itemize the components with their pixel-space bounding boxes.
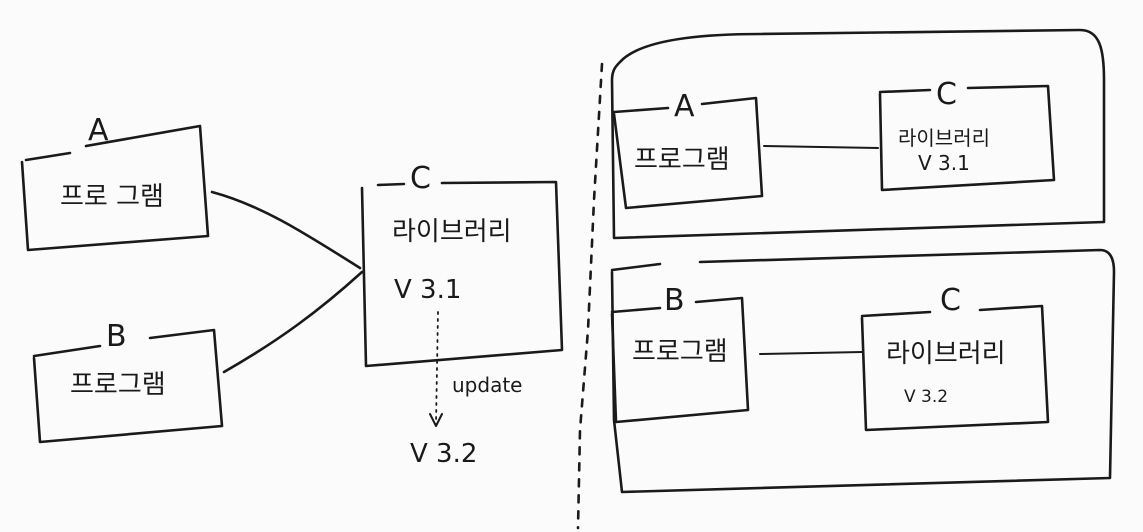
library-c-version: V 3.1 bbox=[394, 275, 461, 305]
top-program-box bbox=[612, 96, 764, 210]
container-top: A 프로그램 C 라이브러리 V 3.1 bbox=[610, 28, 1106, 240]
bottom-library-version: V 3.2 bbox=[904, 387, 948, 407]
bottom-edge-program-to-library bbox=[759, 351, 863, 355]
program-b-box bbox=[32, 328, 224, 444]
top-library-letter: C bbox=[936, 77, 957, 112]
program-a-box bbox=[20, 124, 210, 252]
edge-b-to-c bbox=[222, 270, 364, 374]
update-version: V 3.2 bbox=[410, 439, 477, 469]
top-library-box bbox=[878, 84, 1056, 192]
bottom-library-box bbox=[860, 304, 1050, 432]
bottom-program-letter: B bbox=[664, 283, 685, 318]
library-c-letter: C bbox=[410, 161, 431, 196]
bottom-program-box bbox=[610, 296, 750, 424]
library-c-box bbox=[360, 180, 564, 368]
container-bottom-border bbox=[610, 248, 1116, 494]
divider-line bbox=[576, 62, 604, 530]
edge-a-to-c bbox=[210, 190, 362, 270]
update-arrowhead bbox=[429, 413, 443, 427]
update-label: update bbox=[452, 373, 522, 397]
bottom-library-letter: C bbox=[940, 283, 961, 318]
program-a-label: 프로 그램 bbox=[60, 182, 164, 212]
program-a-letter: A bbox=[88, 113, 109, 148]
top-library-version: V 3.1 bbox=[918, 151, 970, 175]
top-program-letter: A bbox=[674, 89, 695, 124]
container-bottom: B 프로그램 C 라이브러리 V 3.2 bbox=[610, 248, 1116, 494]
library-c-node: C 라이브러리 V 3.1 bbox=[360, 161, 564, 368]
top-library-label: 라이브러리 bbox=[898, 126, 990, 150]
container-top-border bbox=[610, 28, 1106, 240]
bottom-program-label: 프로그램 bbox=[632, 337, 728, 367]
program-b-node: B 프로그램 bbox=[32, 319, 224, 444]
program-b-label: 프로그램 bbox=[70, 370, 166, 400]
program-b-letter: B bbox=[106, 319, 127, 354]
top-edge-program-to-library bbox=[763, 145, 879, 149]
update-dotted-line bbox=[435, 311, 439, 425]
program-a-node: A 프로 그램 bbox=[20, 113, 210, 252]
update-arrow: update V 3.2 bbox=[410, 311, 522, 469]
bottom-library-label: 라이브러리 bbox=[886, 339, 1006, 369]
top-program-label: 프로그램 bbox=[634, 145, 730, 175]
library-c-label: 라이브러리 bbox=[392, 217, 512, 247]
